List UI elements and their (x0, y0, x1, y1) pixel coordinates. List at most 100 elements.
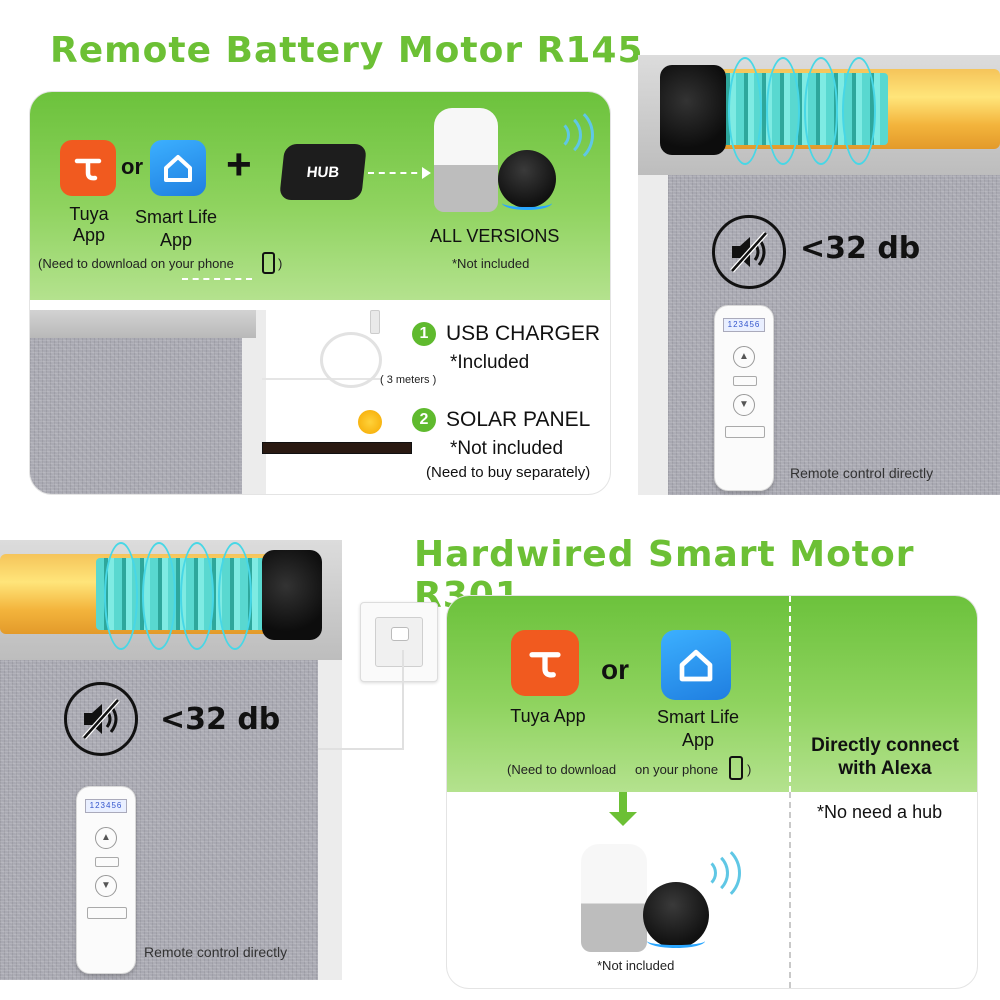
r301-product-photo: <32 db 123456 ▲ ▼ Remote control directl… (0, 540, 342, 980)
coil (104, 542, 138, 650)
remote-channel-buttons (87, 907, 127, 919)
r145-solar-note: *Not included (450, 438, 564, 459)
phone-icon (729, 756, 743, 780)
usb-plug (370, 310, 380, 334)
r145-or-text: or (121, 154, 143, 179)
hub-icon: HUB (279, 144, 367, 200)
coil (804, 57, 838, 165)
coil (180, 542, 214, 650)
usb-number-badge: 1 (412, 322, 436, 346)
r301-noise-level: <32 db (160, 702, 281, 737)
r145-download-note: (Need to download on your phone ) (38, 252, 282, 274)
solar-panel-bar (262, 442, 412, 454)
remote-control-icon: 123456 ▲ ▼ (76, 786, 136, 974)
remote-control-icon: 123456 ▲ ▼ (714, 305, 774, 491)
coil (766, 57, 800, 165)
remote-up-button: ▲ (733, 346, 755, 368)
r301-download-close: ) (747, 762, 752, 777)
outlet-plug (391, 627, 409, 641)
hub-to-speaker-arrow (368, 172, 428, 174)
coil (728, 57, 762, 165)
r301-connectivity-card: or Tuya App Smart Life App (Need to down… (447, 596, 977, 988)
outlet-socket (375, 617, 423, 667)
sun-icon (358, 410, 382, 434)
smart-speaker-icon (434, 108, 498, 212)
coil (142, 542, 176, 650)
r145-speaker-not-included: *Not included (452, 256, 530, 271)
r145-motor-end-cap (660, 65, 726, 155)
smartlife-label-line1: Smart Life (134, 207, 218, 227)
r301-tuya-label: Tuya App (510, 706, 586, 726)
phone-dashed-arrow (182, 278, 252, 280)
remote-screen: 123456 (723, 318, 765, 332)
r145-title: Remote Battery Motor R145 (50, 30, 644, 71)
mute-icon (64, 682, 138, 756)
download-note-text: (Need to download on your phone (38, 256, 234, 271)
power-outlet-icon (360, 602, 438, 682)
r145-roller-fabric-small (30, 338, 242, 494)
tuya-icon (60, 140, 116, 196)
r145-connectivity-card: or Tuya App Smart Life App + HUB ALL VER… (30, 92, 610, 494)
smart-life-icon (150, 140, 206, 196)
signal-wave (679, 842, 741, 904)
down-arrow-shaft (619, 792, 627, 814)
r145-roller-cassette (30, 310, 256, 338)
coil (842, 57, 876, 165)
alexa-line2: with Alexa (838, 758, 932, 779)
echo-light-ring (647, 934, 705, 948)
smart-speaker-icon (581, 844, 647, 952)
r301-or-text: or (601, 654, 629, 685)
r301-smartlife-label: Smart Life App (643, 706, 753, 752)
tuya-icon (511, 630, 579, 696)
r145-roller-photo (30, 310, 266, 494)
solar-number-badge: 2 (412, 408, 436, 432)
r145-smartlife-label: Smart Life App (126, 206, 226, 252)
tuya-label-line2: App (72, 225, 106, 245)
remote-stop-button (95, 857, 119, 867)
r301-roller-fabric (0, 660, 318, 980)
r301-speaker-not-included: *Not included (597, 958, 675, 973)
power-cord (318, 650, 404, 750)
r301-motor-end-cap (262, 550, 322, 640)
download-note-close: ) (278, 256, 283, 271)
r301-no-hub: *No need a hub (817, 802, 943, 822)
r145-solar-buy: (Need to buy separately) (426, 464, 591, 481)
smartlife-label-line2: App (681, 730, 715, 750)
remote-screen: 123456 (85, 799, 127, 813)
coil (218, 542, 252, 650)
r145-plus-sign: + (226, 140, 252, 189)
r145-solar-label: SOLAR PANEL (446, 408, 591, 431)
mute-icon (712, 215, 786, 289)
usb-cable-icon (320, 332, 382, 388)
signal-wave (532, 104, 594, 166)
r145-usb-note: *Included (450, 352, 530, 373)
card-divider-bottom (789, 792, 791, 988)
alexa-line1: Directly connect (811, 735, 959, 756)
arrow-head (422, 167, 431, 179)
smart-life-icon (661, 630, 731, 700)
r145-usb-label: USB CHARGER (446, 322, 601, 345)
smartlife-label-line2: App (159, 230, 193, 250)
down-arrow-icon (609, 812, 637, 826)
r301-download-note-b: on your phone (635, 762, 719, 777)
phone-icon (262, 252, 275, 274)
remote-up-button: ▲ (95, 827, 117, 849)
smartlife-label-line1: Smart Life (656, 707, 740, 727)
r145-all-versions: ALL VERSIONS (430, 226, 560, 246)
r301-alexa-note: Directly connect with Alexa (807, 734, 963, 780)
remote-channel-buttons (725, 426, 765, 438)
r145-cable-length: ( 3 meters ) (380, 374, 437, 386)
remote-stop-button (733, 376, 757, 386)
usb-cable-line (262, 378, 382, 380)
tuya-label-line1: Tuya (69, 204, 109, 224)
r301-remote-caption: Remote control directly (144, 944, 288, 960)
remote-down-button: ▼ (95, 875, 117, 897)
r145-product-photo: <32 db 123456 ▲ ▼ Remote control directl… (638, 55, 1000, 495)
remote-down-button: ▼ (733, 394, 755, 416)
echo-light-ring (502, 196, 552, 210)
r145-noise-level: <32 db (800, 231, 921, 266)
r145-remote-caption: Remote control directly (790, 465, 934, 481)
r145-tuya-label: Tuya App (60, 204, 118, 246)
r301-download-note-a: (Need to download (507, 762, 617, 777)
card-divider-top (789, 596, 791, 792)
